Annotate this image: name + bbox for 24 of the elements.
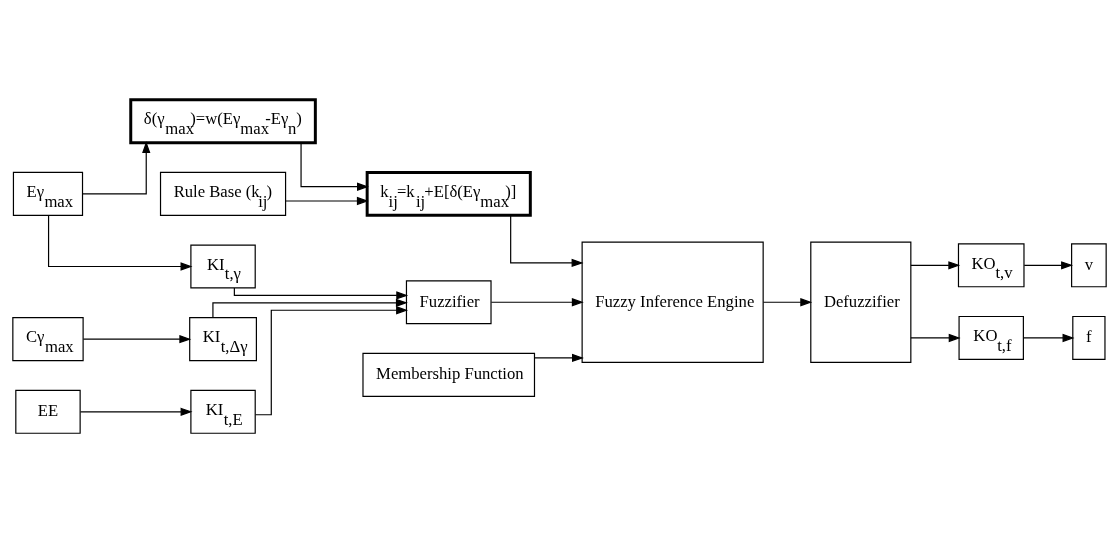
- arrow: [285, 196, 369, 206]
- arrow: [910, 261, 961, 270]
- arrow: [233, 287, 409, 300]
- arrow: [762, 298, 813, 307]
- arrow: [212, 298, 408, 319]
- arrow: [1023, 261, 1073, 270]
- arrow: [47, 215, 193, 271]
- node-box: Fuzzifier: [405, 280, 492, 325]
- node-box: Defuzzifier: [810, 241, 912, 363]
- arrow: [82, 141, 151, 195]
- node-box: EE: [15, 389, 81, 434]
- arrow: [1023, 333, 1075, 343]
- node-box: Membership Function: [362, 352, 536, 397]
- arrow: [300, 142, 369, 191]
- node-box: f: [1072, 315, 1106, 360]
- arrow: [254, 306, 409, 416]
- arrow: [82, 334, 192, 344]
- node-box: v: [1071, 243, 1107, 288]
- arrow: [510, 214, 584, 268]
- arrow: [490, 298, 584, 307]
- arrow: [534, 353, 584, 363]
- arrow: [910, 333, 961, 343]
- arrow: [79, 407, 193, 416]
- node-box: Fuzzy Inference Engine: [581, 241, 764, 363]
